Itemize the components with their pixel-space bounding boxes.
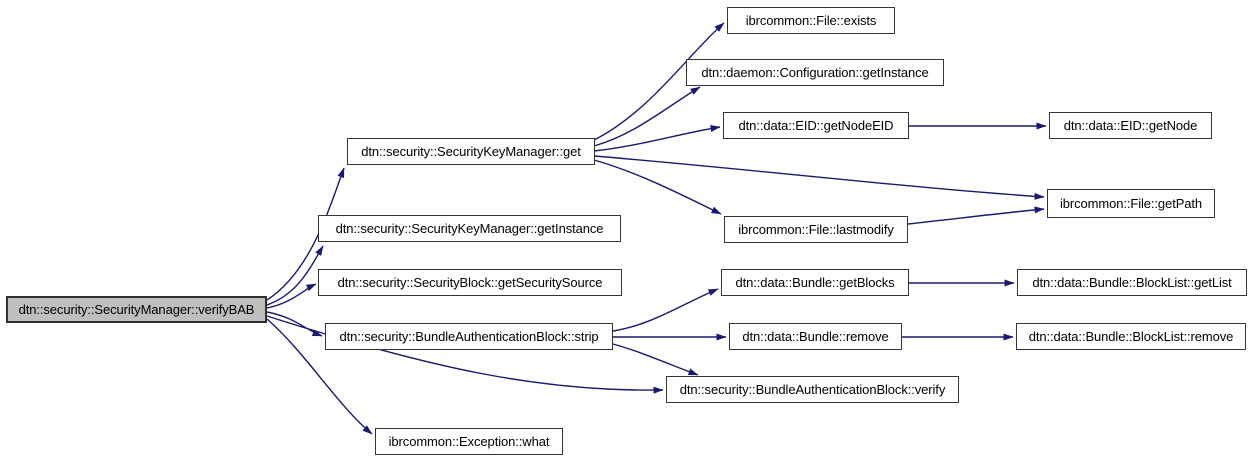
node-securityblock-getsecuritysource[interactable]: dtn::security::SecurityBlock::getSecurit…: [318, 269, 622, 296]
node-eid-getnode[interactable]: dtn::data::EID::getNode: [1049, 112, 1212, 139]
node-blocklist-getlist[interactable]: dtn::data::Bundle::BlockList::getList: [1017, 269, 1247, 296]
node-bundleauthenticationblock-verify[interactable]: dtn::security::BundleAuthenticationBlock…: [666, 376, 959, 403]
edge-get-lastmodify: [593, 159, 722, 215]
node-configuration-getinstance[interactable]: dtn::daemon::Configuration::getInstance: [686, 59, 944, 86]
edge-get-config-getinstance: [593, 86, 701, 147]
node-file-exists[interactable]: ibrcommon::File::exists: [727, 7, 895, 34]
edge-get-exists: [593, 22, 725, 141]
edge-strip-getblocks: [612, 288, 719, 332]
edge-verifybab-skm-getinstance: [266, 245, 324, 306]
node-bundleauthenticationblock-strip[interactable]: dtn::security::BundleAuthenticationBlock…: [325, 323, 613, 350]
edge-verifybab-getsecuritysource: [266, 283, 317, 309]
edge-get-getpath: [593, 155, 1045, 200]
edge-verifybab-what: [266, 318, 373, 435]
node-eid-getnodeeid[interactable]: dtn::data::EID::getNodeEID: [723, 112, 909, 139]
node-bundle-remove[interactable]: dtn::data::Bundle::remove: [729, 323, 902, 350]
edge-strip-verify: [612, 343, 699, 376]
edge-verifybab-strip: [266, 311, 323, 337]
node-securitykeymanager-get[interactable]: dtn::security::SecurityKeyManager::get: [347, 138, 595, 165]
edge-lastmodify-getpath: [907, 206, 1045, 225]
edge-verifybab-get: [266, 167, 345, 301]
node-securitykeymanager-getinstance[interactable]: dtn::security::SecurityKeyManager::getIn…: [318, 215, 621, 242]
node-file-getpath[interactable]: ibrcommon::File::getPath: [1047, 189, 1215, 218]
node-bundle-getblocks[interactable]: dtn::data::Bundle::getBlocks: [721, 269, 909, 296]
node-blocklist-remove[interactable]: dtn::data::Bundle::BlockList::remove: [1016, 323, 1246, 350]
node-exception-what[interactable]: ibrcommon::Exception::what: [375, 428, 563, 455]
node-verifybab: dtn::security::SecurityManager::verifyBA…: [6, 296, 267, 323]
edge-get-getnodeeid: [593, 125, 721, 152]
node-file-lastmodify[interactable]: ibrcommon::File::lastmodify: [724, 216, 908, 243]
